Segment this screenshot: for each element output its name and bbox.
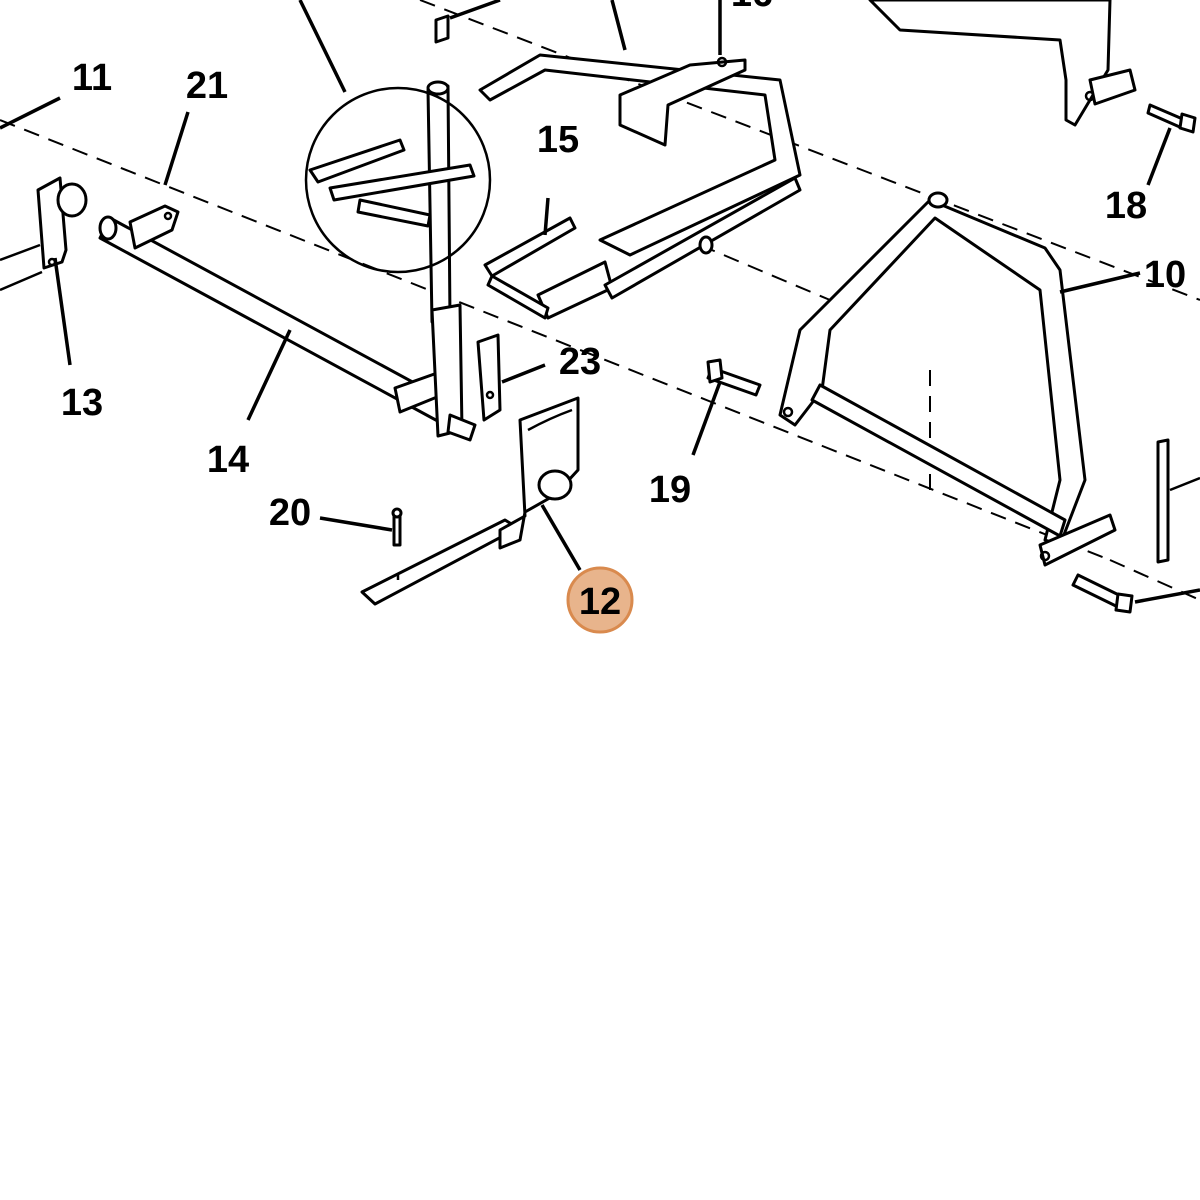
label-13: 13 [61, 382, 103, 424]
bolt-part-19 [706, 358, 762, 397]
lever-part-12 [360, 396, 580, 606]
carriage-part-15 [483, 216, 614, 320]
shaft-part-14 [98, 204, 457, 427]
steering-post-assembly [426, 14, 502, 442]
label-16: 16 [731, 0, 773, 15]
label-15: 15 [537, 119, 579, 161]
label-12: 12 [579, 581, 621, 623]
bolt-part-18 [1146, 103, 1197, 134]
top-right-bracket [868, 0, 1137, 127]
bracket-part-13 [0, 176, 88, 292]
label-19: 19 [649, 469, 691, 511]
label-20: 20 [269, 492, 311, 534]
upper-frame [478, 53, 802, 300]
label-14: 14 [207, 439, 249, 481]
label-10: 10 [1144, 254, 1186, 296]
leader-lines [0, 0, 1200, 604]
flat-bar [1156, 438, 1200, 564]
frame-part-10 [778, 191, 1117, 567]
highlight-badge [566, 566, 634, 634]
pin-part-20 [391, 507, 403, 547]
bolt-bottom-right [1071, 573, 1134, 614]
detail-magnifier [304, 86, 492, 274]
label-21: 21 [186, 65, 228, 107]
label-18: 18 [1105, 185, 1147, 227]
label-23: 23 [559, 341, 601, 383]
label-11: 11 [72, 57, 112, 99]
